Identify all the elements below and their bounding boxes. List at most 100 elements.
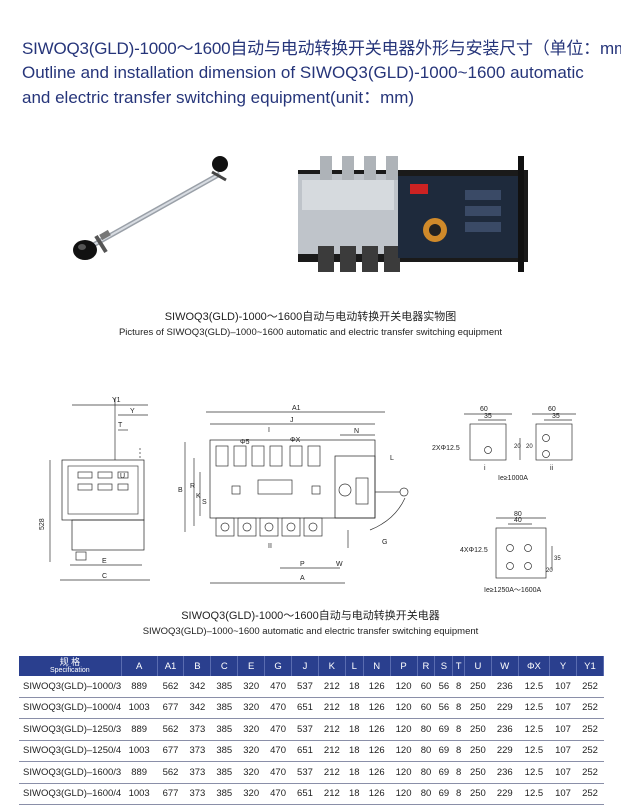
photo-caption-zh: SIWOQ3(GLD)-1000～1600自动与电动转换开关电器实物图 <box>164 311 457 323</box>
value-cell: 212 <box>318 740 346 762</box>
dim-a1: A1 <box>292 405 301 412</box>
d2-d35: 35 <box>554 556 561 562</box>
value-cell: 126 <box>363 761 391 784</box>
col-header: U <box>464 656 492 676</box>
value-cell: 8 <box>452 761 465 784</box>
value-cell: 470 <box>264 783 292 805</box>
value-cell: 252 <box>576 783 604 805</box>
value-cell: 18 <box>345 697 364 719</box>
value-cell: 236 <box>491 761 519 784</box>
dimension-drawing: Y1 Y T U 528 E C A1 <box>39 397 576 594</box>
front-view <box>184 411 409 584</box>
col-header: W <box>491 656 519 676</box>
value-cell: 677 <box>157 783 184 805</box>
value-cell: 677 <box>157 740 184 762</box>
value-cell: 8 <box>452 740 465 762</box>
dim-l: L <box>390 455 394 462</box>
value-cell: 385 <box>210 740 238 762</box>
dim-y: Y <box>130 408 135 415</box>
value-cell: 126 <box>363 697 391 719</box>
value-cell: 562 <box>157 718 184 741</box>
dim-ii-label: II <box>268 543 272 550</box>
value-cell: 470 <box>264 697 292 719</box>
value-cell: 250 <box>464 740 492 762</box>
dim-b: B <box>178 487 183 494</box>
value-cell: 8 <box>452 676 465 698</box>
value-cell: 373 <box>183 761 211 784</box>
d2-w40: 40 <box>514 517 522 524</box>
value-cell: 107 <box>549 676 577 698</box>
value-cell: 12.5 <box>518 740 550 762</box>
value-cell: 229 <box>491 740 519 762</box>
dim-k: K <box>196 493 201 500</box>
value-cell: 18 <box>345 718 364 741</box>
value-cell: 470 <box>264 676 292 698</box>
d1-w35b: 35 <box>552 413 560 420</box>
col-header: Y <box>549 656 577 676</box>
value-cell: 8 <box>452 783 465 805</box>
value-cell: 18 <box>345 783 364 805</box>
d1-label-i: i <box>484 465 486 472</box>
value-cell: 69 <box>434 761 453 784</box>
col-header: E <box>237 656 266 676</box>
value-cell: 107 <box>549 697 577 719</box>
value-cell: 562 <box>157 761 184 784</box>
spec-cell: SIWOQ3(GLD)–1600/3 <box>19 761 122 784</box>
title-zh: SIWOQ3(GLD)-1000～1600自动与电动转换开关电器外形与安装尺寸（… <box>22 39 621 58</box>
value-cell: 18 <box>345 761 364 784</box>
value-cell: 320 <box>237 740 265 762</box>
spec-cell: SIWOQ3(GLD)–1250/4 <box>19 740 122 762</box>
value-cell: 212 <box>318 676 346 698</box>
col-header: R <box>417 656 436 676</box>
col-header: S <box>434 656 454 676</box>
dim-y1: Y1 <box>112 397 121 404</box>
value-cell: 320 <box>237 676 265 698</box>
value-cell: 56 <box>434 697 453 719</box>
value-cell: 252 <box>576 676 604 698</box>
value-cell: 126 <box>363 740 391 762</box>
handle-photo <box>73 156 228 260</box>
spec-header-cell: 规 格 Specification <box>19 656 122 676</box>
d2-d20: 20 <box>546 568 553 574</box>
value-cell: 107 <box>549 718 577 741</box>
drawing-caption-en: SIWOQ3(GLD)–1000~1600 automatic and elec… <box>142 626 479 637</box>
value-cell: 120 <box>390 783 418 805</box>
value-cell: 250 <box>464 718 492 741</box>
value-cell: 651 <box>291 783 319 805</box>
value-cell: 120 <box>390 740 418 762</box>
value-cell: 320 <box>237 697 265 719</box>
dim-n: N <box>354 428 359 435</box>
value-cell: 677 <box>157 697 184 719</box>
value-cell: 56 <box>434 676 453 698</box>
value-cell: 80 <box>417 783 435 805</box>
value-cell: 69 <box>434 740 453 762</box>
d1-w60b: 60 <box>548 406 556 413</box>
col-header: C <box>210 656 239 676</box>
dim-j: J <box>290 417 294 424</box>
value-cell: 212 <box>318 697 346 719</box>
value-cell: 889 <box>121 718 158 741</box>
value-cell: 537 <box>291 718 319 741</box>
drawing-caption: SIWOQ3(GLD)-1000～1600自动与电动转换开关电器 SIWOQ3(… <box>0 607 621 637</box>
d1-d20b: 20 <box>526 444 533 450</box>
value-cell: 470 <box>264 718 292 741</box>
value-cell: 373 <box>183 783 211 805</box>
value-cell: 385 <box>210 697 238 719</box>
spec-header-en: Specification <box>50 666 90 674</box>
value-cell: 250 <box>464 697 492 719</box>
value-cell: 18 <box>345 676 364 698</box>
photo-caption: SIWOQ3(GLD)-1000～1600自动与电动转换开关电器实物图 Pict… <box>0 308 621 338</box>
d1-ie: Ie≥1000A <box>498 475 528 482</box>
value-cell: 8 <box>452 718 465 741</box>
value-cell: 250 <box>464 676 492 698</box>
value-cell: 69 <box>434 718 453 741</box>
value-cell: 126 <box>363 718 391 741</box>
value-cell: 12.5 <box>518 783 550 805</box>
value-cell: 342 <box>183 676 211 698</box>
value-cell: 8 <box>452 697 465 719</box>
value-cell: 12.5 <box>518 718 550 741</box>
